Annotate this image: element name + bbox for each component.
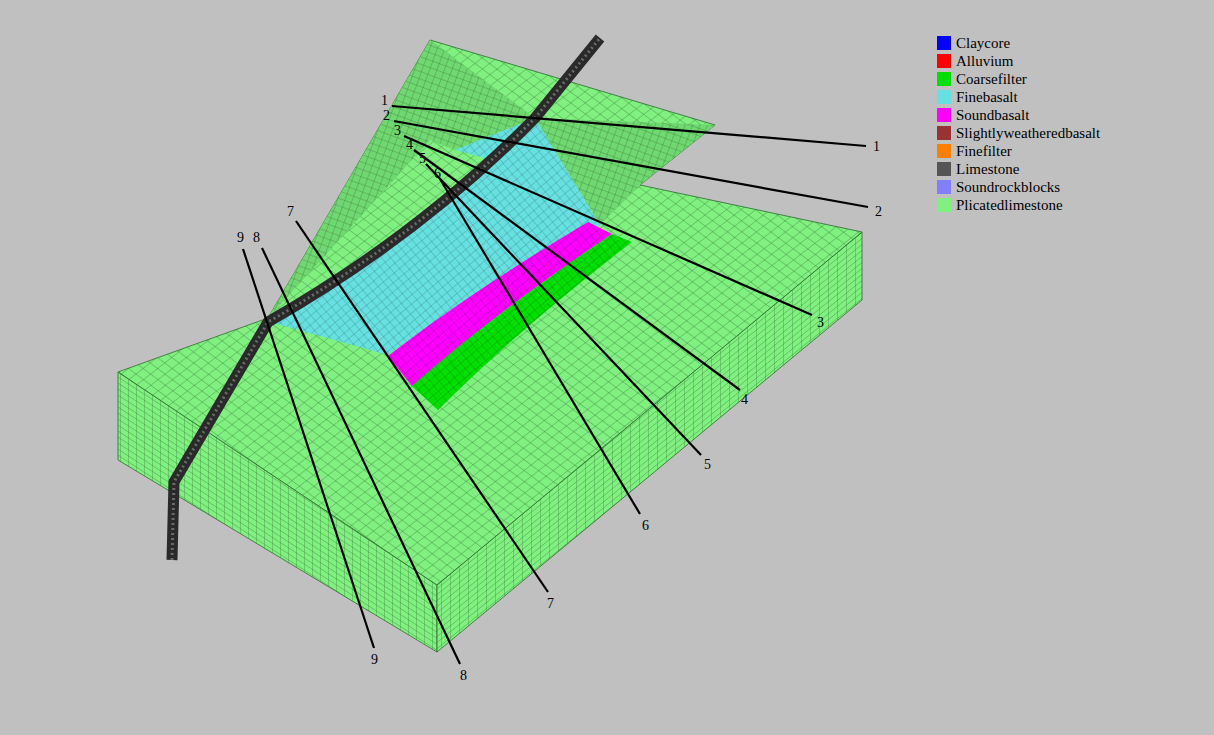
legend-swatch (937, 180, 951, 194)
legend-row: Limestone (937, 160, 1100, 178)
legend-row: Claycore (937, 34, 1100, 52)
section-number: 7 (547, 597, 554, 611)
section-number: 2 (383, 109, 390, 123)
section-number: 3 (394, 124, 401, 138)
legend-swatch (937, 36, 951, 50)
section-number: 4 (406, 138, 413, 152)
legend-text: Finefilter (956, 143, 1012, 160)
legend-row: Plicatedlimestone (937, 196, 1100, 214)
legend-swatch (937, 54, 951, 68)
section-number: 1 (873, 140, 880, 154)
legend-text: Alluvium (956, 53, 1014, 70)
section-number: 5 (704, 458, 711, 472)
legend-row: Soundrockblocks (937, 178, 1100, 196)
legend-swatch (937, 144, 951, 158)
legend-text: Claycore (956, 35, 1010, 52)
section-number: 8 (253, 231, 260, 245)
legend-text: Finebasalt (956, 89, 1018, 106)
legend-text: Soundrockblocks (956, 179, 1060, 196)
legend-row: Soundbasalt (937, 106, 1100, 124)
legend-swatch (937, 90, 951, 104)
legend-row: Finebasalt (937, 88, 1100, 106)
legend-swatch (937, 198, 951, 212)
section-number: 8 (460, 669, 467, 683)
section-number: 3 (817, 316, 824, 330)
section-number: 6 (434, 167, 441, 181)
section-number: 9 (371, 653, 378, 667)
legend-text: Limestone (956, 161, 1019, 178)
legend-row: Slightlyweatheredbasalt (937, 124, 1100, 142)
legend-swatch (937, 126, 951, 140)
section-number: 2 (875, 205, 882, 219)
legend-text: Soundbasalt (956, 107, 1029, 124)
legend-row: Coarsefilter (937, 70, 1100, 88)
section-number: 9 (237, 231, 244, 245)
legend-swatch (937, 72, 951, 86)
section-number: 7 (287, 205, 294, 219)
legend-swatch (937, 108, 951, 122)
legend-swatch (937, 162, 951, 176)
section-number: 6 (642, 519, 649, 533)
legend-text: Slightlyweatheredbasalt (956, 125, 1100, 142)
legend-text: Plicatedlimestone (956, 197, 1063, 214)
legend-text: Coarsefilter (956, 71, 1027, 88)
section-number: 5 (419, 152, 426, 166)
section-number: 1 (381, 94, 388, 108)
legend-row: Finefilter (937, 142, 1100, 160)
section-number: 4 (741, 393, 748, 407)
legend-row: Alluvium (937, 52, 1100, 70)
legend: ClaycoreAlluviumCoarsefilterFinebasaltSo… (937, 34, 1100, 214)
